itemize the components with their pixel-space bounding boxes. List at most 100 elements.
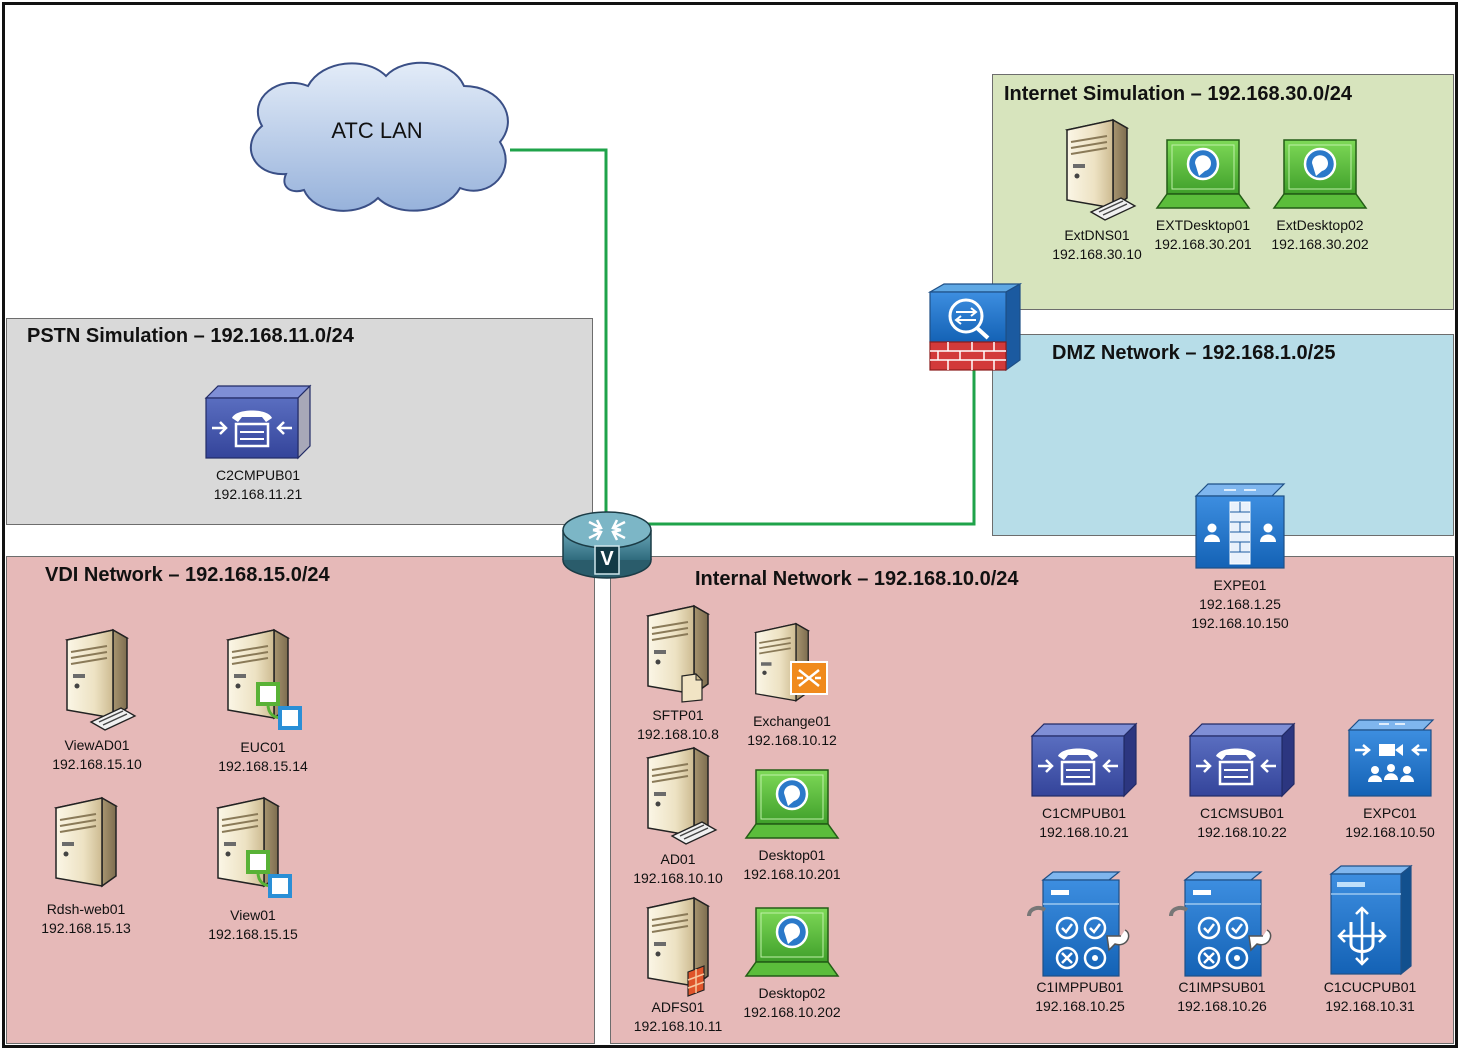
dmz-zone-title: DMZ Network – 192.168.1.0/25 [1052,342,1336,364]
laptop-icon [744,769,840,839]
device-name: EXTDesktop01 [1155,217,1251,233]
device-name: EXPC01 [1363,805,1417,821]
server-vmware-icon [217,797,292,898]
device-name: Desktop02 [758,985,826,1001]
device-ad01: AD01 192.168.10.10 [608,744,748,888]
cloud-icon [250,61,509,212]
unity-connection-icon [1329,864,1413,976]
device-ip: 192.168.10.201 [743,866,841,882]
router-icon [562,511,652,579]
device-name: C1IMPSUB01 [1178,979,1266,995]
laptop-icon [1155,139,1251,209]
device-name: C1CUCPUB01 [1323,979,1417,995]
cloud-label: ATC LAN [331,118,423,143]
device-name: Desktop01 [758,847,826,863]
device-c1cmpub01: C1CMPUB01 192.168.10.21 [1014,722,1154,842]
presence-server-icon [1027,871,1130,977]
device-ip: 192.168.10.12 [747,732,837,748]
device-c1cmsub01: C1CMSUB01 192.168.10.22 [1172,722,1312,842]
server-file-icon [647,605,709,703]
device-ip: 192.168.15.10 [52,756,142,772]
device-name: C1CMSUB01 [1199,805,1285,821]
device-expe01: EXPE01 192.168.1.25 192.168.10.150 [1170,482,1310,633]
device-name: Exchange01 [753,713,831,729]
device-view01: View01 192.168.15.15 [183,794,323,944]
device-ip: 192.168.10.50 [1345,824,1435,840]
call-manager-icon [204,384,312,460]
device-name: EUC01 [240,739,286,755]
device-name: Rdsh-web01 [46,901,126,917]
device-ip: 192.168.10.22 [1197,824,1287,840]
firewall-icon [927,282,1023,372]
device-extdesktop02: ExtDesktop02 192.168.30.202 [1250,136,1390,254]
device-name: AD01 [660,851,696,867]
server-keyboard-icon [66,629,137,731]
link-cloud-router [510,148,608,520]
internal-network-zone: Internal Network – 192.168.10.0/24 [610,556,1454,1044]
device-name: ADFS01 [651,999,705,1015]
call-manager-icon [1030,722,1138,798]
call-manager-icon [1188,722,1296,798]
device-name: C1IMPPUB01 [1036,979,1124,995]
device-ip: 192.168.11.21 [213,486,303,502]
device-ip: 192.168.10.26 [1177,998,1267,1014]
device-ip: 192.168.10.202 [743,1004,841,1020]
device-ip: 192.168.30.201 [1154,236,1252,252]
device-name: SFTP01 [652,707,704,723]
device-ip: 192.168.10.25 [1035,998,1125,1014]
device-ip: 192.168.30.202 [1271,236,1369,252]
link-router-firewall [640,368,976,526]
device-extdesktop01: EXTDesktop01 192.168.30.201 [1133,136,1273,254]
device-ip: 192.168.30.10 [1052,246,1142,262]
device-ip: 192.168.15.14 [218,758,308,774]
router: V [561,506,653,582]
device-name: View01 [230,907,276,923]
firewall [926,282,1023,372]
server-keyboard-icon [1066,119,1137,221]
device-ip-secondary: 192.168.10.150 [1191,615,1289,631]
expressway-edge-icon [1194,483,1286,569]
device-ip: 192.168.10.31 [1325,998,1415,1014]
device-euc01: EUC01 192.168.15.14 [193,626,333,776]
internal-zone-title: Internal Network – 192.168.10.0/24 [695,568,1019,590]
device-c2cmpub01: C2CMPUB01 192.168.11.21 [188,384,328,504]
device-exchange01: Exchange01 192.168.10.12 [722,620,862,750]
device-c1impsub01: C1IMPSUB01 192.168.10.26 [1152,870,1292,1016]
device-extdns01: ExtDNS01 192.168.30.10 [1027,116,1167,264]
internet-zone-title: Internet Simulation – 192.168.30.0/24 [1004,83,1352,105]
device-name: ViewAD01 [64,737,130,753]
device-name: ExtDesktop02 [1276,217,1364,233]
atc-lan-cloud: ATC LAN [238,52,516,216]
device-expc01: EXPC01 192.168.10.50 [1320,718,1460,842]
expressway-core-icon [1347,719,1435,797]
device-viewad01: ViewAD01 192.168.15.10 [27,626,167,774]
device-c1imppub01: C1IMPPUB01 192.168.10.25 [1010,870,1150,1016]
device-name: ExtDNS01 [1064,227,1130,243]
vdi-zone-title: VDI Network – 192.168.15.0/24 [45,564,330,586]
device-rdshweb01: Rdsh-web01 192.168.15.13 [16,794,156,938]
device-c1cucpub01: C1CUCPUB01 192.168.10.31 [1300,864,1440,1016]
server-keyboard-icon [647,747,718,845]
router-label: V [600,548,614,570]
device-desktop02: Desktop02 192.168.10.202 [722,904,862,1022]
laptop-icon [1272,139,1368,209]
laptop-icon [744,907,840,977]
device-ip: 192.168.15.13 [41,920,131,936]
server-firewall-icon [647,897,709,997]
server-vmware-icon [227,629,302,730]
server-exchange-icon [754,622,828,702]
device-desktop01: Desktop01 192.168.10.201 [722,766,862,884]
device-adfs01: ADFS01 192.168.10.11 [608,894,748,1036]
device-ip: 192.168.15.15 [208,926,298,942]
device-ip: 192.168.10.21 [1039,824,1129,840]
pstn-zone-title: PSTN Simulation – 192.168.11.0/24 [27,325,354,347]
device-name: C1CMPUB01 [1041,805,1127,821]
device-sftp01: SFTP01 192.168.10.8 [608,602,748,744]
device-name: C2CMPUB01 [215,467,301,483]
device-name: EXPE01 [1213,577,1267,593]
presence-server-icon [1169,871,1272,977]
device-ip: 192.168.10.11 [633,1018,723,1034]
